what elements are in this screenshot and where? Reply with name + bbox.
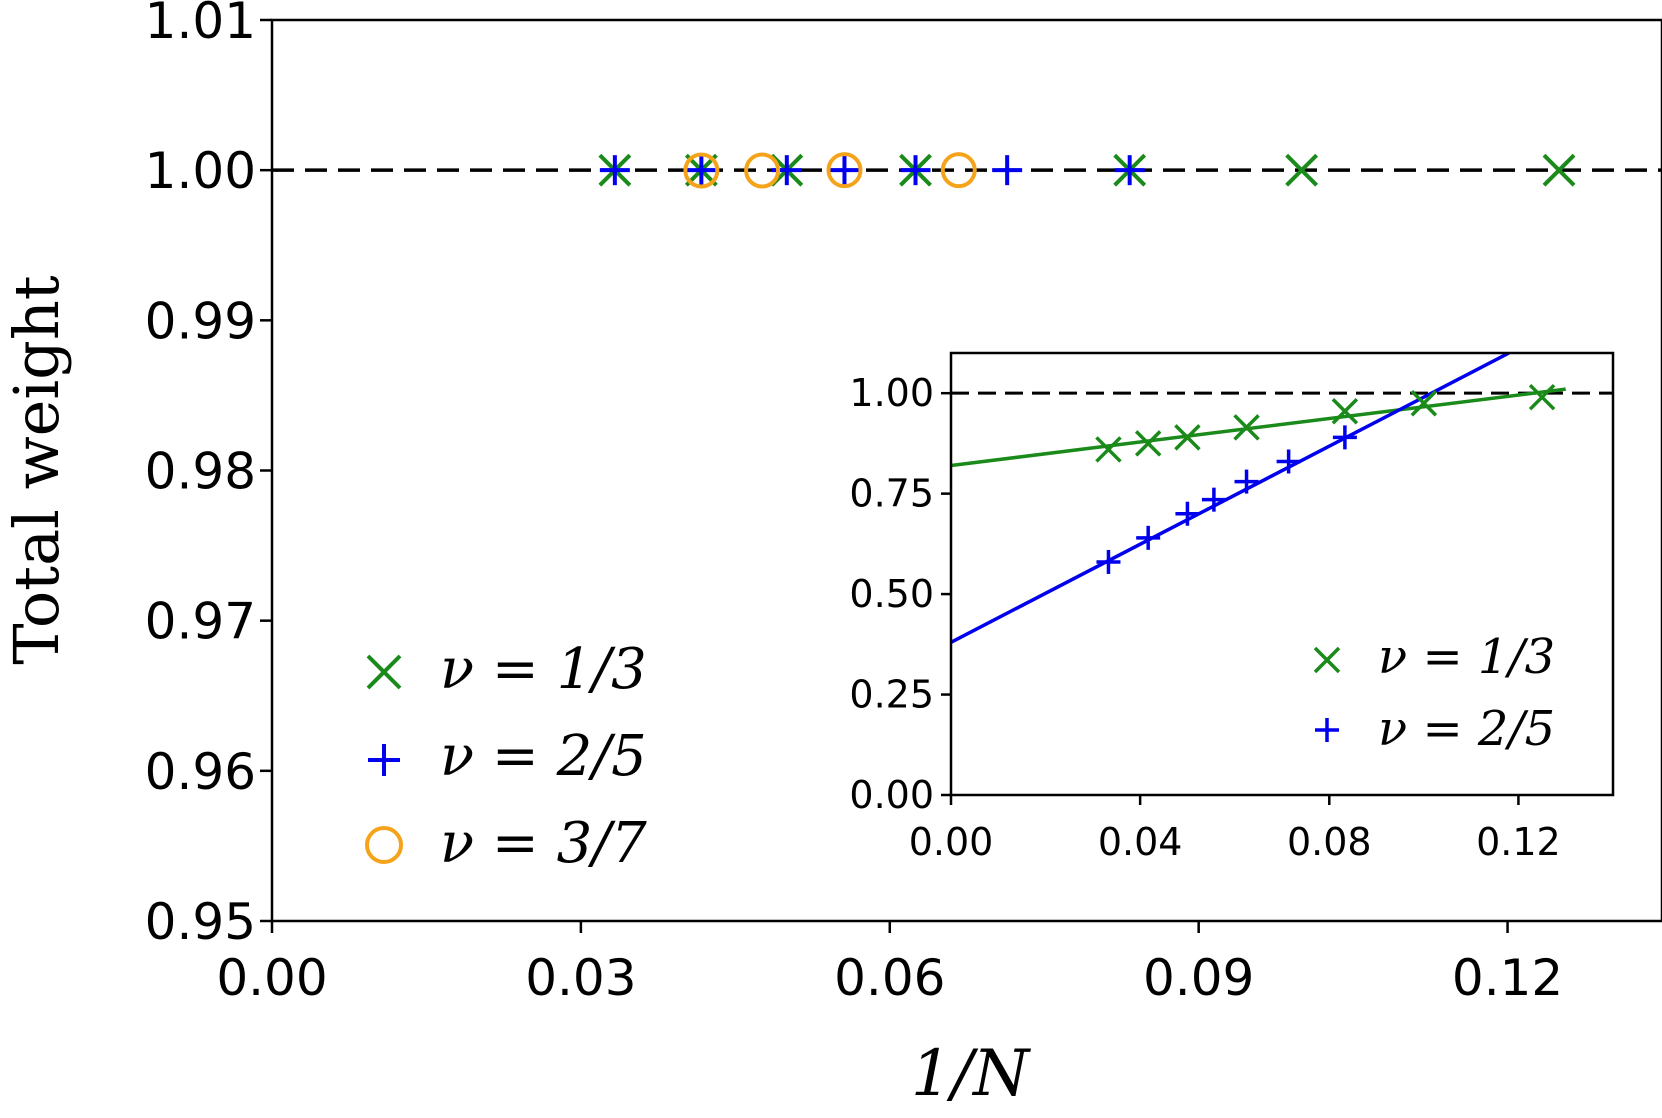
main-y-ticks: 0.95 0.96 0.97 0.98 0.99 1.00 1.01 [145,0,272,951]
inset-point-nu-2-5-4 [1234,469,1259,494]
main-legend-markers [365,654,403,864]
main-legend-label-3: ν = 3/7 [440,811,647,876]
main-x-tick-label-2: 0.06 [834,949,945,1007]
main-y-tick-label-1: 0.96 [145,743,256,801]
inset-plot-background [951,353,1613,795]
inset-x-tick-label-1: 0.04 [1098,820,1183,864]
inset-legend: ν = 1/3 ν = 2/5 [1313,629,1555,757]
inset-x-tick-label-2: 0.08 [1287,820,1372,864]
main-point-nu-1-3-5 [1285,153,1319,187]
main-legend-marker-nu-2-5 [368,744,400,776]
main-y-tick-label-5: 1.00 [145,142,256,200]
main-data-points [598,152,1576,189]
inset-legend-marker-nu-2-5 [1315,718,1339,742]
inset-plot-frame [949,351,1615,797]
main-point-nu-3-7-1 [744,152,781,189]
main-point-nu-2-5-1 [686,155,717,186]
inset-point-nu-2-5-1 [1136,525,1161,550]
inset-fit-line-nu-1-3 [951,387,1566,468]
inset-point-nu-2-5-3 [1201,487,1226,512]
inset-point-nu-1-3-3 [1233,414,1260,441]
inset-point-nu-2-5-6 [1332,425,1357,450]
main-point-nu-2-5-3 [829,155,860,186]
inset-legend-markers [1313,646,1341,742]
main-legend-label-2: ν = 2/5 [440,724,647,789]
inset-x-tick-label-3: 0.12 [1476,820,1561,864]
main-point-nu-2-5-6 [1114,155,1145,186]
main-point-nu-3-7-3 [940,152,977,189]
inset-point-nu-1-3-4 [1331,398,1359,425]
inset-content [951,353,1613,644]
main-x-tick-label-0: 0.00 [216,949,327,1007]
inset-fit-line-nu-2-5 [951,353,1510,644]
inset-plot: 0.00 0.04 0.08 0.12 0.00 0.25 0.50 0.75 1.00 ν … [849,351,1615,864]
x-axis-label: 1/N [911,1037,1031,1111]
main-point-nu-3-7-2 [826,152,863,189]
main-point-nu-2-5-4 [900,155,931,186]
main-y-tick-label-4: 0.99 [145,292,256,350]
main-x-tick-label-1: 0.03 [525,949,636,1007]
main-y-tick-label-3: 0.98 [145,443,256,501]
main-point-nu-3-7-0 [683,152,720,189]
inset-x-tick-label-0: 0.00 [909,820,994,864]
inset-point-nu-1-3-6 [1528,383,1556,411]
inset-point-nu-2-5-2 [1175,501,1200,526]
main-y-tick-label-6: 1.01 [145,0,256,50]
inset-y-tick-label-3: 0.75 [849,472,934,516]
inset-data-points [1095,383,1556,574]
inset-y-ticks: 0.00 0.25 0.50 0.75 1.00 [849,371,951,817]
main-point-nu-1-3-6 [1542,153,1576,187]
main-x-tick-label-4: 0.12 [1452,949,1563,1007]
inset-y-tick-label-0: 0.00 [849,773,934,817]
inset-point-nu-2-5-5 [1276,449,1301,474]
inset-legend-marker-nu-1-3 [1313,646,1341,674]
inset-point-nu-1-3-5 [1410,389,1438,417]
y-axis-label: Total weight [0,275,73,664]
inset-point-nu-2-5-0 [1096,549,1121,574]
main-point-nu-2-5-5 [992,155,1023,186]
inset-x-ticks: 0.00 0.04 0.08 0.12 [909,795,1561,864]
main-legend-label-1: ν = 1/3 [440,637,647,702]
main-legend-marker-nu-1-3 [366,654,402,690]
main-y-tick-label-0: 0.95 [145,893,256,951]
inset-point-nu-1-3-2 [1174,424,1201,451]
inset-y-tick-label-4: 1.00 [849,371,934,415]
main-legend-marker-nu-3-7 [365,826,403,864]
main-x-ticks: 0.00 0.03 0.06 0.09 0.12 [216,921,1563,1007]
inset-y-tick-label-1: 0.25 [849,673,934,717]
inset-point-nu-1-3-1 [1134,430,1162,457]
main-x-tick-label-3: 0.09 [1143,949,1254,1007]
inset-point-nu-1-3-0 [1095,436,1122,463]
main-legend: ν = 1/3 ν = 2/5 ν = 3/7 [365,637,647,876]
inset-legend-label-2: ν = 2/5 [1378,701,1555,757]
main-y-tick-label-2: 0.97 [145,593,256,651]
inset-y-tick-label-2: 0.50 [849,572,934,616]
inset-legend-label-1: ν = 1/3 [1378,629,1555,685]
main-point-nu-2-5-0 [599,155,630,186]
